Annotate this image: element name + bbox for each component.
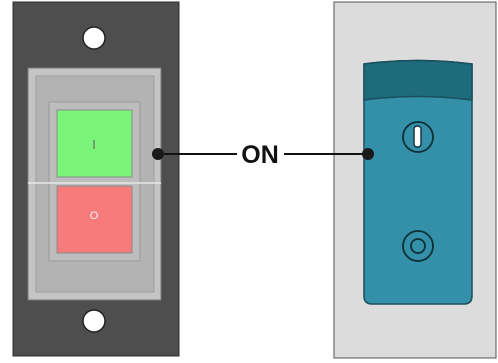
- off-button[interactable]: [56, 185, 133, 254]
- on-button-symbol: I: [92, 137, 96, 152]
- device-top-band: [363, 59, 473, 101]
- left-connector-dot-icon: [152, 148, 164, 160]
- switch-position-icon: [402, 121, 434, 153]
- switch-position-slot: [413, 125, 422, 148]
- top-mounting-hole-icon: [82, 26, 106, 50]
- on-button[interactable]: [56, 109, 133, 178]
- off-button-symbol: O: [90, 210, 99, 222]
- callout-label: ON: [241, 141, 279, 169]
- round-socket-icon: [402, 230, 434, 262]
- bottom-mounting-hole-icon: [82, 309, 106, 333]
- right-connector-dot-icon: [362, 148, 374, 160]
- round-socket-inner: [410, 238, 426, 254]
